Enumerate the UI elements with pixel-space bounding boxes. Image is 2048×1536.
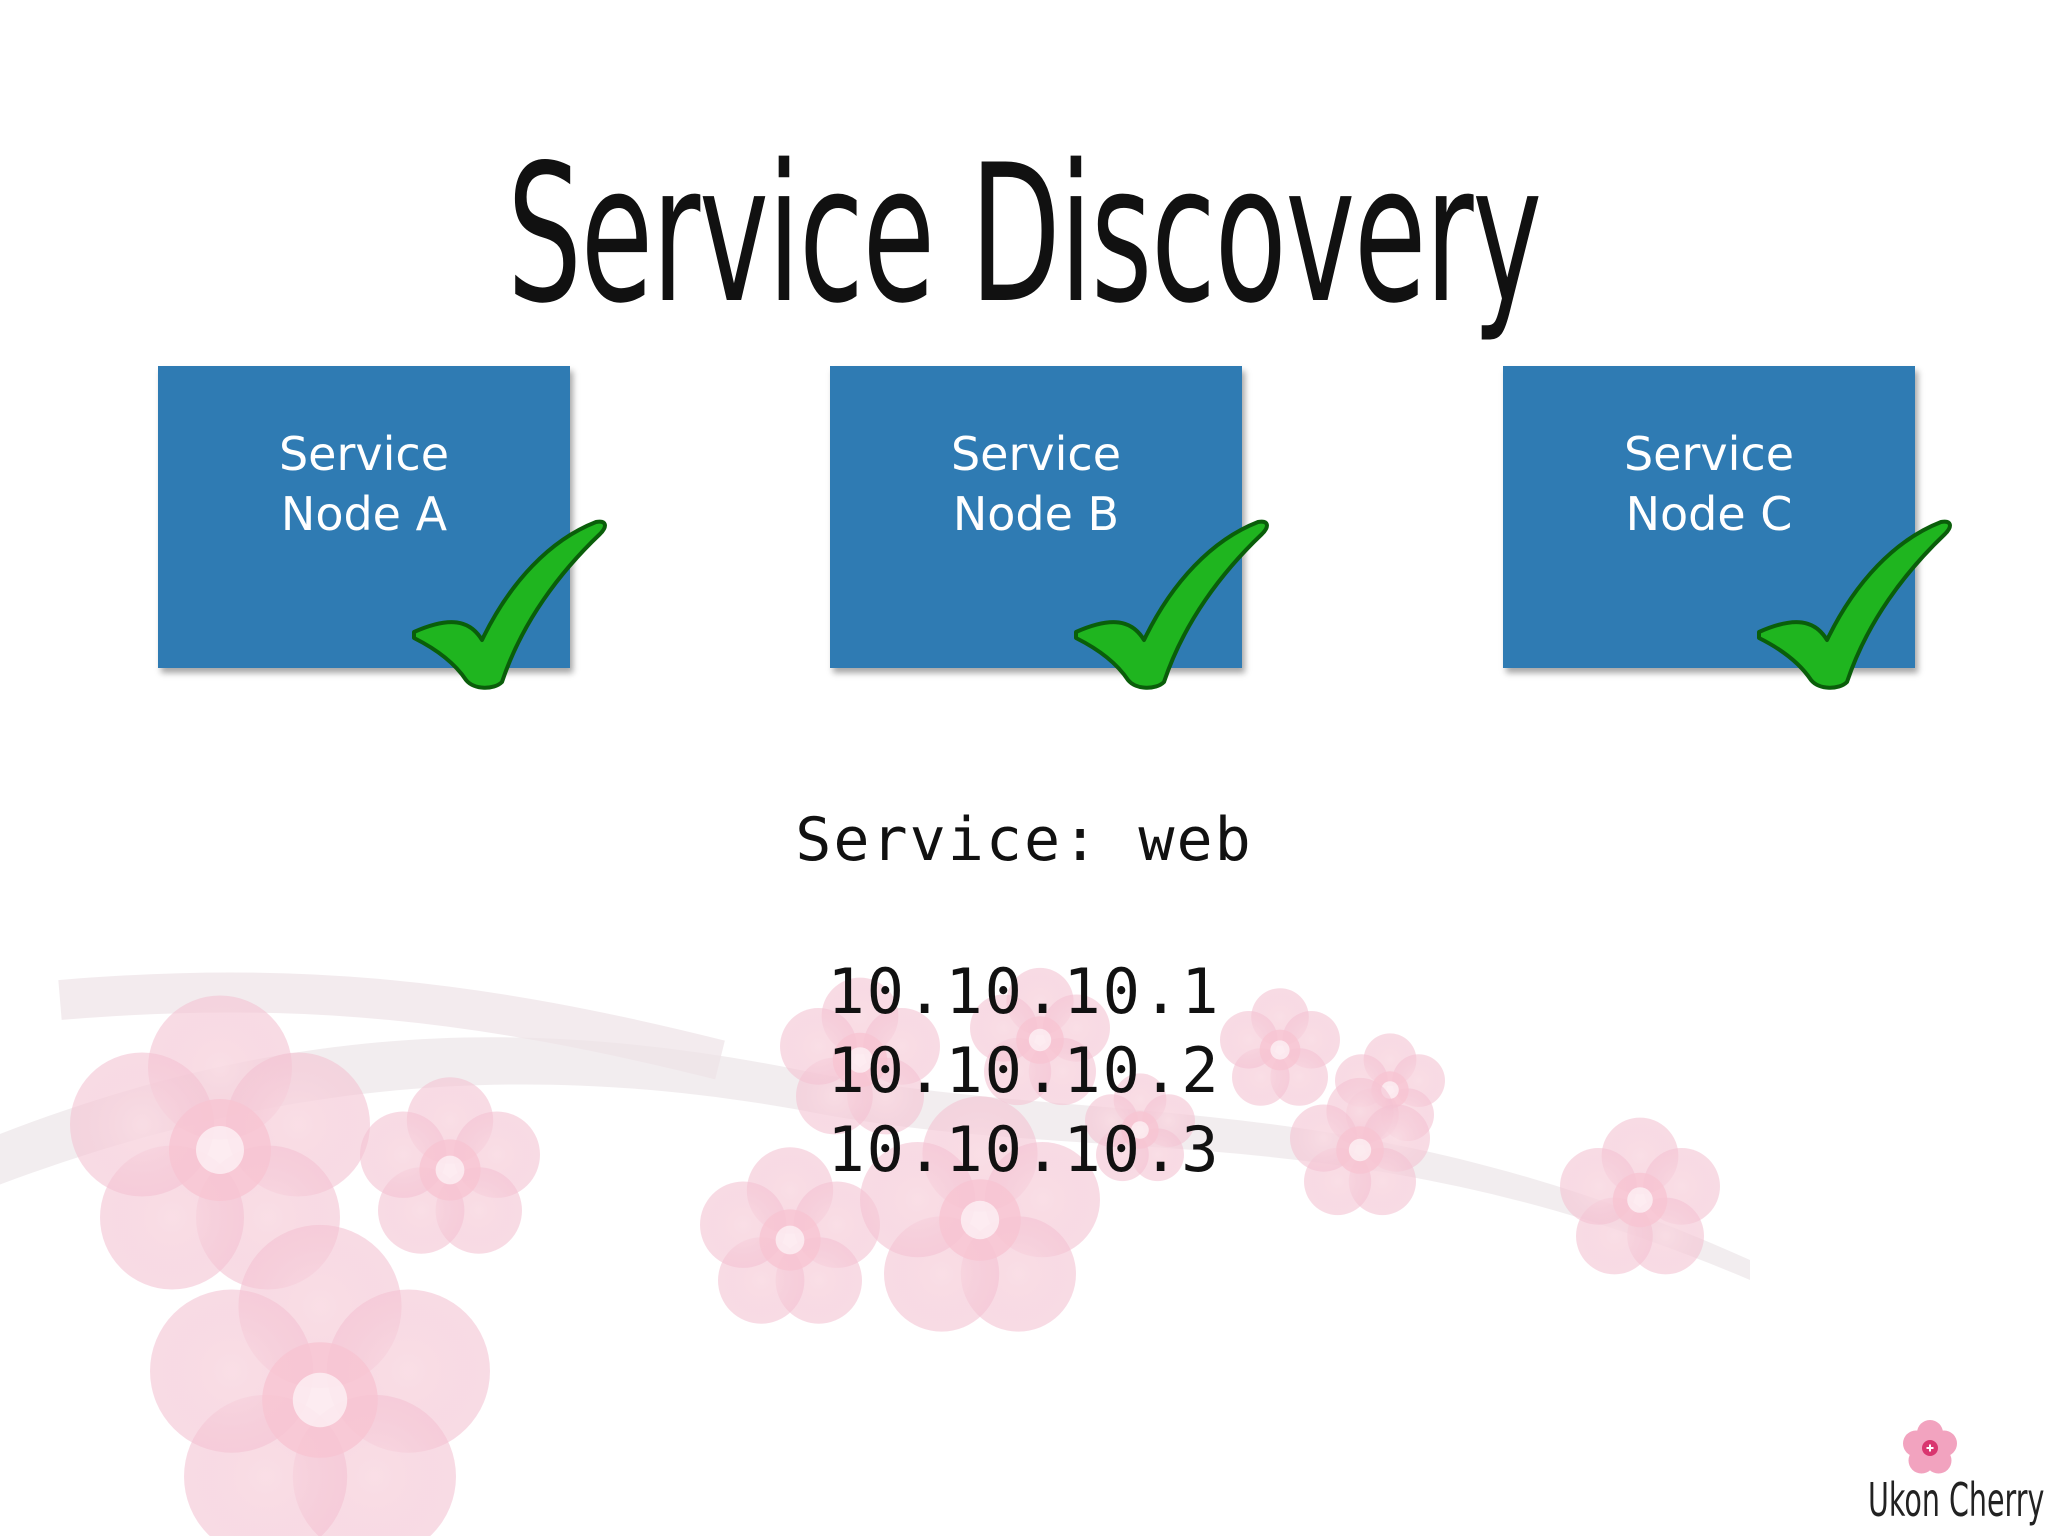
node-label: Service Node A: [214, 424, 514, 544]
node-label-line2: Node A: [280, 487, 448, 541]
check-icon: [412, 519, 607, 690]
service-node-c: Service Node C: [1503, 366, 1915, 668]
brand-name: Ukon Cherry: [1868, 1473, 2045, 1527]
ip-address: 10.10.10.3: [827, 1113, 1221, 1186]
node-label-line1: Service: [950, 427, 1121, 481]
service-name: Service: web: [795, 805, 1253, 875]
node-label-line1: Service: [1623, 427, 1794, 481]
cherry-blossom-icon: [1903, 1420, 1957, 1474]
node-label-line1: Service: [278, 427, 449, 481]
check-icon: [1757, 519, 1952, 690]
brand-logo: Ukon Cherry: [1830, 1418, 2045, 1536]
service-registry: Service: web 10.10.10.1 10.10.10.2 10.10…: [0, 800, 2048, 1189]
node-label-line2: Node C: [1625, 487, 1793, 541]
ip-address: 10.10.10.1: [827, 955, 1221, 1028]
node-label: Service Node C: [1559, 424, 1859, 544]
slide-title: Service Discovery: [507, 124, 1542, 345]
check-icon: [1074, 519, 1269, 690]
node-label: Service Node B: [886, 424, 1186, 544]
node-label-line2: Node B: [952, 487, 1120, 541]
ip-address: 10.10.10.2: [827, 1034, 1221, 1107]
ip-list: 10.10.10.1 10.10.10.2 10.10.10.3: [0, 952, 2048, 1189]
